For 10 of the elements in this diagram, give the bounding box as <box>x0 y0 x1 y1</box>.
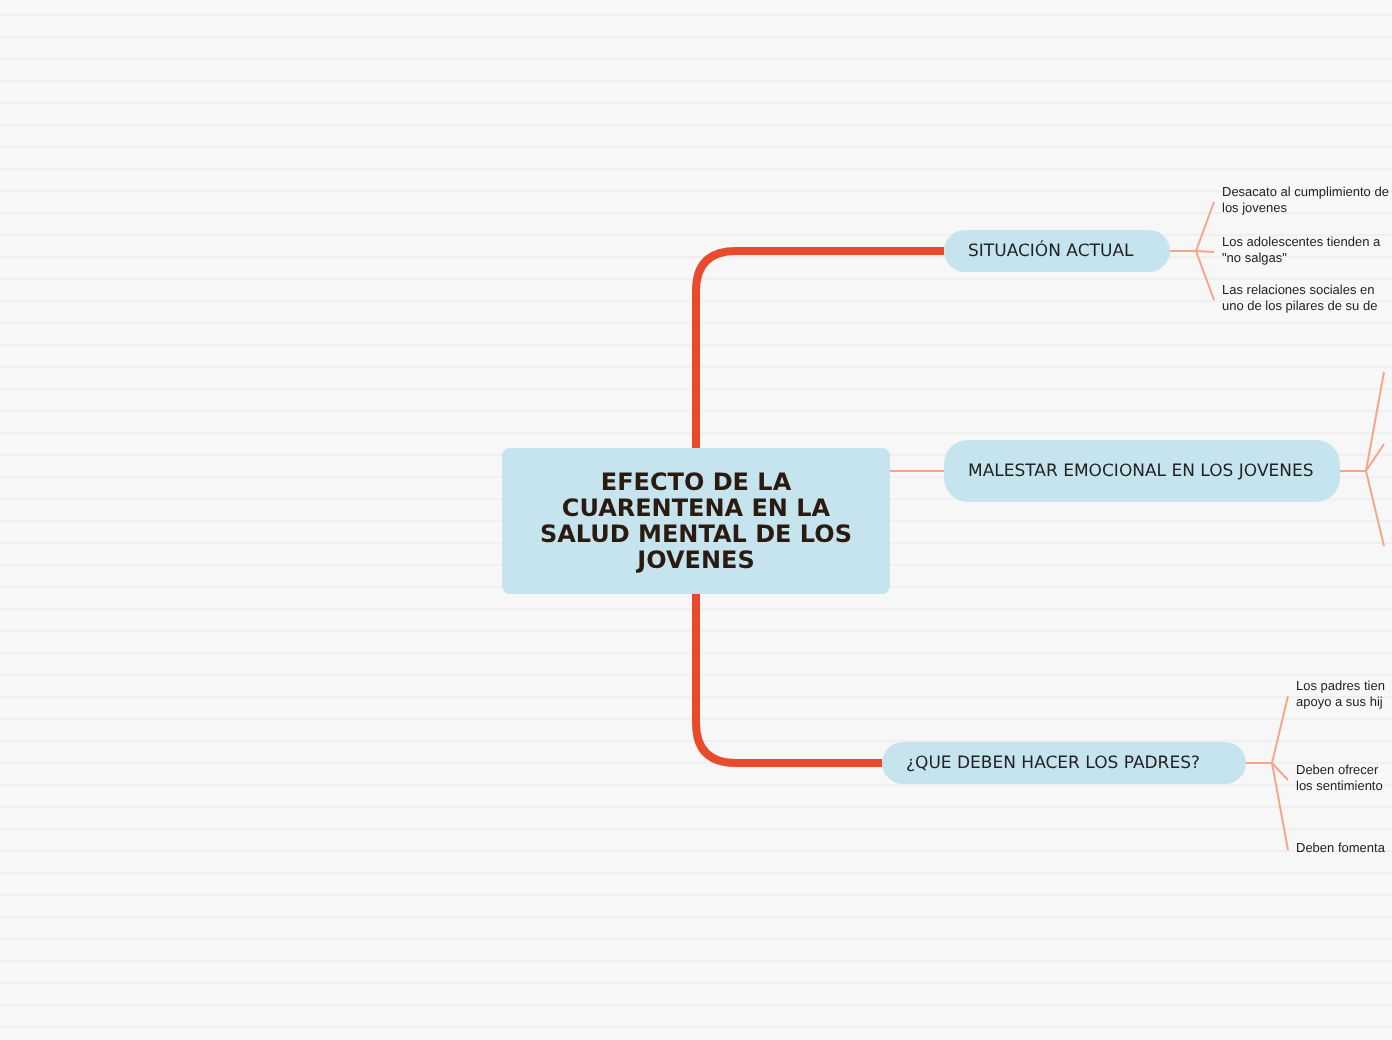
branch-line <box>692 247 944 448</box>
topic-box: SITUACIÓN ACTUAL <box>944 230 1170 272</box>
topic-box: MALESTAR EMOCIONAL EN LOS JOVENES <box>944 440 1340 502</box>
central-topic-box: EFECTO DE LA CUARENTENA EN LA SALUD MENTAL DE LOS JOVENES <box>502 448 890 594</box>
connector-line <box>1339 470 1385 547</box>
topic-box: ¿QUE DEBEN HACER LOS PADRES? <box>882 742 1246 784</box>
connector-line <box>1169 250 1215 301</box>
branch-line <box>692 594 882 767</box>
branch-line <box>889 470 945 472</box>
connector-line <box>1245 762 1289 851</box>
